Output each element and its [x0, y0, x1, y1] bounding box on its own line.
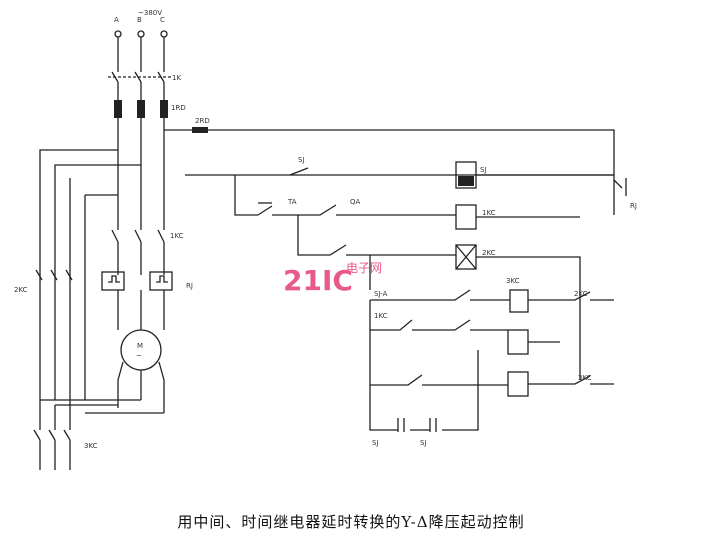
- coil-2kc-label: 2KC: [482, 249, 496, 257]
- overload-label: RJ: [186, 282, 193, 290]
- watermark: 21IC 电子网: [283, 261, 382, 297]
- relay-contact-sj-a-label: SJ-A: [374, 290, 388, 298]
- motor-label: M: [137, 342, 143, 350]
- knife-switch: 1K: [108, 71, 181, 83]
- bottom-relay-contacts: SJ SJ: [372, 418, 437, 447]
- coil-3kc: 3KC: [506, 277, 529, 313]
- main-fuse-label: 1RD: [171, 104, 186, 112]
- relay-contact-top-label: SJ: [298, 156, 305, 164]
- contactor-3kc-label: 3KC: [84, 442, 98, 450]
- diagram-caption: 用中间、时间继电器延时转换的Y-Δ降压起动控制: [177, 513, 525, 531]
- bottom-contact-1-label: SJ: [372, 439, 379, 447]
- coil-3kc-label: 3KC: [506, 277, 520, 285]
- control-fuse: [192, 127, 208, 133]
- overload-nc-contact: RJ: [613, 178, 637, 210]
- start-button-label: QA: [350, 198, 361, 206]
- supply-terminals: A B C ~380V: [114, 9, 168, 38]
- bottom-contact-2-label: SJ: [420, 439, 427, 447]
- stop-button-label: TA: [287, 198, 297, 206]
- start-button: QA: [290, 198, 361, 216]
- contactor-1kc-contacts: 1KC: [111, 229, 184, 243]
- aux-2kc-label: 2KC: [574, 290, 588, 298]
- aux-1kc-label: 1KC: [374, 312, 388, 320]
- contactor-3kc-contacts: 3KC: [33, 400, 98, 470]
- watermark-main: 21IC: [283, 264, 353, 297]
- contactor-2kc-label: 2KC: [14, 286, 28, 294]
- contactor-2kc-contacts: 2KC: [14, 269, 73, 294]
- watermark-sub: 电子网: [346, 261, 382, 275]
- svg-text:~: ~: [136, 352, 142, 360]
- supply-voltage-label: ~380V: [138, 9, 162, 17]
- phase-c-label: C: [160, 16, 165, 24]
- phase-a-label: A: [114, 16, 119, 24]
- phase-b-label: B: [137, 16, 142, 24]
- motor: M ~: [120, 329, 162, 371]
- stop-button: TA: [257, 198, 297, 216]
- control-fuse-label: 2RD: [195, 117, 210, 125]
- coil-1kc-label: 1KC: [482, 209, 496, 217]
- thermal-overload: RJ: [101, 271, 193, 291]
- aux-3kc-label: 3KC: [578, 374, 592, 382]
- coil-aux-2: [507, 371, 529, 397]
- coil-sj-label: SJ: [480, 166, 487, 174]
- overload-nc-label: RJ: [630, 202, 637, 210]
- knife-switch-label: 1K: [172, 74, 181, 82]
- contactor-1kc-label: 1KC: [170, 232, 184, 240]
- main-fuses: 1RD: [114, 100, 186, 118]
- coil-aux: [507, 329, 529, 355]
